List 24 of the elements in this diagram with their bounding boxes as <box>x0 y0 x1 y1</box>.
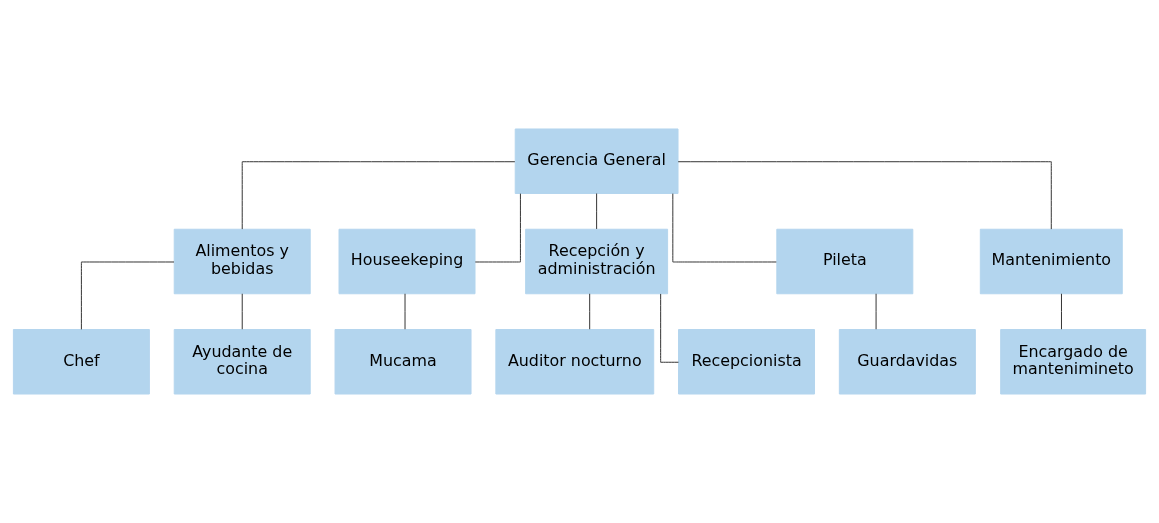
connector <box>80 261 175 330</box>
node-box: Gerencia General <box>514 128 679 194</box>
connector <box>1060 293 1062 330</box>
node-box: Mantenimiento <box>979 228 1123 295</box>
connector <box>241 293 243 330</box>
node-box: Alimentos y bebidas <box>173 228 311 295</box>
node-box: Recepcionista <box>678 329 816 395</box>
node-box: Chef <box>12 329 150 395</box>
connector <box>672 193 777 263</box>
connector <box>589 293 591 330</box>
node-box: Guardavidas <box>838 329 976 395</box>
node-box: Ayudante de cocina <box>173 329 311 395</box>
connector <box>677 161 1052 230</box>
node-box: Encargado de mantenimineto <box>1000 329 1147 395</box>
connector <box>474 193 521 263</box>
node-box: Mucama <box>334 329 472 395</box>
node-box: Recepción y administración <box>525 228 669 295</box>
connector <box>241 161 516 230</box>
node-box: Auditor nocturno <box>495 329 655 395</box>
node-box: Houseekeping <box>338 228 476 295</box>
connector <box>875 293 877 330</box>
connector <box>660 293 679 363</box>
connector <box>596 193 598 230</box>
node-box: Pileta <box>776 228 914 295</box>
